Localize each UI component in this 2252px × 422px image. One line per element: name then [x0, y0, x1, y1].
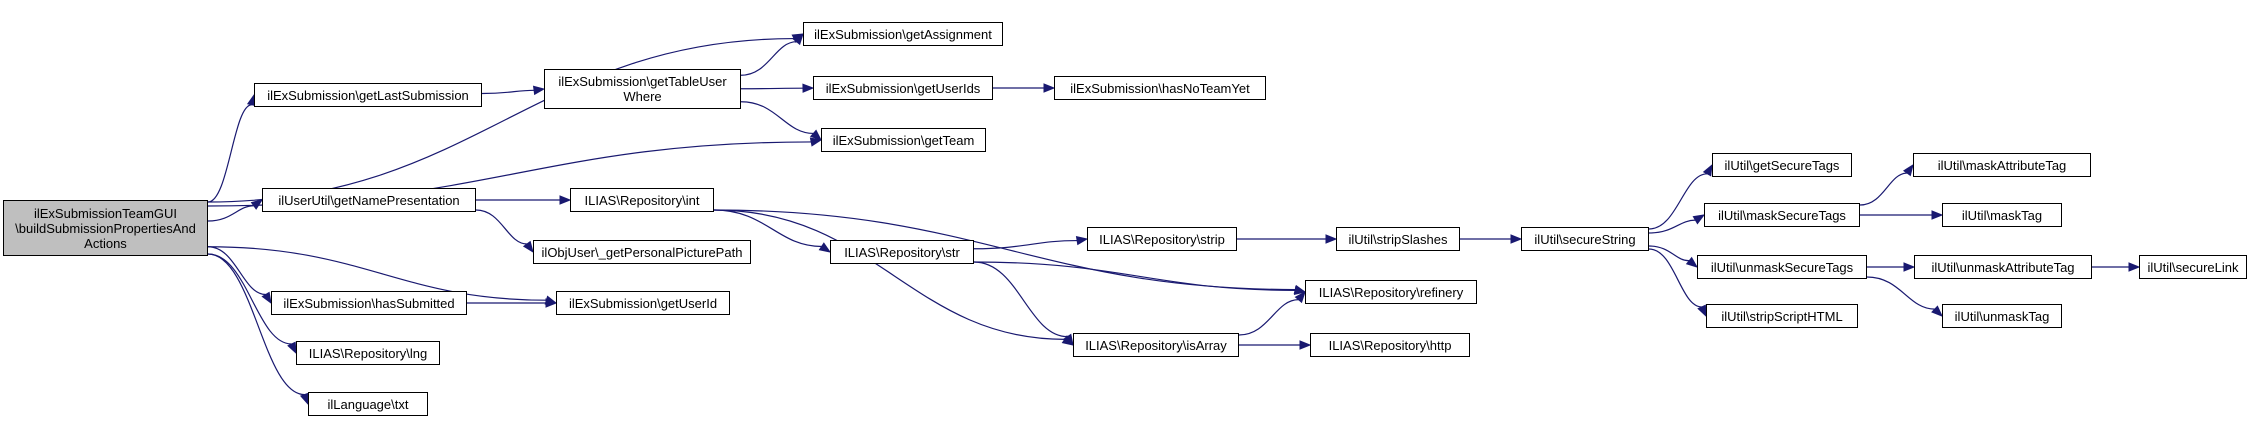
node-maskTag[interactable]: ilUtil\maskTag	[1942, 203, 2062, 227]
arrowhead-repoStrip-to-stripSlashes	[1325, 234, 1338, 244]
node-getTeam[interactable]: ilExSubmission\getTeam	[821, 128, 986, 152]
arrowhead-isArray-to-http	[1299, 340, 1312, 350]
edge-root-to-getNamePresentation	[207, 205, 254, 222]
edge-root-to-getAssignment	[207, 37, 795, 203]
arrowhead-root-to-getNamePresentation	[250, 199, 264, 210]
arrowhead-getTableUserWhere-to-getTeam	[809, 129, 823, 141]
node-repository-strip[interactable]: ILIAS\Repository\strip	[1087, 227, 1237, 251]
node-getTableUserWhere[interactable]: ilExSubmission\getTableUser Where	[544, 69, 741, 109]
edge-isArray-to-refinery	[1238, 299, 1299, 336]
node-maskSecureTags[interactable]: ilUtil\maskSecureTags	[1704, 203, 1860, 227]
node-secureString[interactable]: ilUtil\secureString	[1521, 227, 1649, 251]
edge-root-to-hasSubmitted	[207, 246, 266, 296]
arrowhead-maskSecureTags-to-maskTag	[1931, 210, 1944, 220]
edge-repoInt-to-repoStr	[713, 209, 822, 248]
arrowhead-repoInt-to-repoStr	[818, 242, 832, 253]
arrowhead-hasSubmitted-to-getUserId	[545, 298, 558, 308]
node-repository-isArray[interactable]: ILIAS\Repository\isArray	[1073, 333, 1239, 357]
node-repository-int[interactable]: ILIAS\Repository\int	[570, 188, 714, 212]
edge-root-to-getLastSubmission	[207, 104, 252, 203]
arrowhead-getTableUserWhere-to-getAssignment	[792, 32, 804, 46]
node-unmaskSecureTags[interactable]: ilUtil\unmaskSecureTags	[1697, 255, 1867, 279]
arrowhead-isArray-to-refinery	[1294, 290, 1306, 304]
edge-getTableUserWhere-to-getAssignment	[740, 41, 797, 76]
node-getNamePresentation[interactable]: ilUserUtil\getNamePresentation	[262, 188, 476, 212]
edge-unmaskSecureTags-to-unmaskTag	[1866, 276, 1935, 310]
node-repository-refinery[interactable]: ILIAS\Repository\refinery	[1305, 280, 1477, 304]
arrowhead-secureString-to-maskSecureTags	[1692, 214, 1706, 225]
node-getAssignment[interactable]: ilExSubmission\getAssignment	[803, 22, 1003, 46]
edge-secureString-to-getSecureTags	[1648, 173, 1708, 230]
edge-getTableUserWhere-to-getUserIds	[740, 87, 804, 90]
node-repository-http[interactable]: ILIAS\Repository\http	[1310, 333, 1470, 357]
node-hasSubmitted[interactable]: ilExSubmission\hasSubmitted	[271, 291, 467, 315]
arrowhead-repoStr-to-refinery	[1293, 285, 1307, 295]
node-getSecureTags[interactable]: ilUtil\getSecureTags	[1712, 153, 1852, 177]
edge-secureString-to-maskSecureTags	[1648, 219, 1696, 234]
node-stripScriptHTML[interactable]: ilUtil\stripScriptHTML	[1706, 304, 1858, 328]
arrowhead-root-to-hasSubmitted	[261, 291, 272, 305]
arrowhead-secureString-to-getSecureTags	[1702, 163, 1713, 177]
arrowhead-secureString-to-stripScriptHTML	[1697, 304, 1707, 318]
arrowhead-repoStr-to-repoStrip	[1075, 235, 1089, 246]
arrowhead-secureString-to-unmaskSecureTags	[1685, 256, 1699, 268]
edge-repoStr-to-isArray	[973, 261, 1068, 338]
edge-repoStr-to-repoStrip	[973, 239, 1078, 250]
arrowhead-getNamePresentation-to-repoInt	[559, 195, 572, 205]
node-unmaskTag[interactable]: ilUtil\unmaskTag	[1942, 304, 2062, 328]
edge-repoStr-to-refinery	[973, 261, 1296, 291]
node-unmaskAttributeTag[interactable]: ilUtil\unmaskAttributeTag	[1914, 255, 2092, 279]
arrowhead-unmaskSecureTags-to-unmaskTag	[1931, 305, 1943, 317]
edge-repoInt-to-isArray	[713, 209, 1065, 340]
node-hasNoTeamYet[interactable]: ilExSubmission\hasNoTeamYet	[1054, 76, 1266, 100]
arrowhead-getTableUserWhere-to-getUserIds	[802, 83, 815, 93]
node-maskAttributeTag[interactable]: ilUtil\maskAttributeTag	[1913, 153, 2091, 177]
node-getPersonalPicturePath[interactable]: ilObjUser\_getPersonalPicturePath	[533, 240, 751, 264]
edge-maskSecureTags-to-maskAttributeTag	[1859, 172, 1908, 206]
edge-secureString-to-unmaskSecureTags	[1648, 245, 1690, 262]
node-repository-str[interactable]: ILIAS\Repository\str	[830, 240, 974, 264]
arrowhead-maskSecureTags-to-maskAttributeTag	[1902, 163, 1914, 177]
arrowhead-unmaskSecureTags-to-unmaskAttributeTag	[1903, 262, 1916, 272]
node-stripSlashes[interactable]: ilUtil\stripSlashes	[1336, 227, 1460, 251]
node-language-txt[interactable]: ilLanguage\txt	[308, 392, 428, 416]
node-getLastSubmission[interactable]: ilExSubmission\getLastSubmission	[254, 83, 482, 107]
arrowhead-stripSlashes-to-secureString	[1510, 234, 1523, 244]
arrowhead-unmaskAttributeTag-to-secureLink	[2128, 262, 2141, 272]
node-secureLink[interactable]: ilUtil\secureLink	[2139, 255, 2247, 279]
node-getUserIds[interactable]: ilExSubmission\getUserIds	[813, 76, 993, 100]
arrowhead-getUserIds-to-hasNoTeamYet	[1043, 83, 1056, 93]
edge-secureString-to-stripScriptHTML	[1648, 248, 1702, 308]
arrowhead-getNamePresentation-to-getPersonalPicturePath	[522, 240, 534, 254]
edge-getTableUserWhere-to-getTeam	[740, 101, 814, 135]
arrowhead-root-to-getTeam	[809, 137, 823, 147]
edge-getLastSubmission-to-getTableUserWhere	[481, 89, 535, 95]
arrowhead-repoStr-to-isArray	[1063, 333, 1074, 347]
node-repository-lng[interactable]: ILIAS\Repository\lng	[296, 341, 440, 365]
edge-getNamePresentation-to-getPersonalPicturePath	[475, 209, 528, 245]
edge-root-to-txt	[207, 253, 305, 396]
node-root-buildSubmissionPropertiesAndActions[interactable]: ilExSubmissionTeamGUI \buildSubmissionPr…	[3, 200, 208, 256]
arrowhead-root-to-lng	[287, 341, 297, 355]
node-getUserId[interactable]: ilExSubmission\getUserId	[556, 291, 730, 315]
arrowhead-getLastSubmission-to-getTableUserWhere	[532, 85, 546, 96]
edge-root-to-getUserId	[207, 246, 547, 301]
